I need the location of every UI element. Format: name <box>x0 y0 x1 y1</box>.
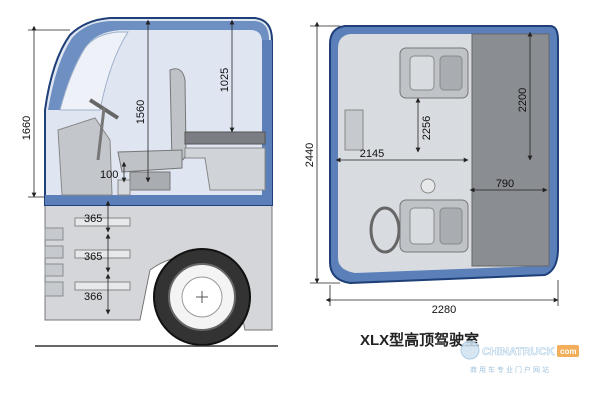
cab-rear-band <box>262 40 272 205</box>
watermark-name: CHINATRUCK <box>482 346 555 358</box>
dashboard <box>57 117 113 196</box>
dim-roof-to-bunk: 1025 <box>219 68 231 92</box>
top-seat-upper <box>399 47 469 99</box>
dim-cab-width: 2280 <box>432 304 456 316</box>
watermark-badge-box <box>557 345 579 357</box>
windshield <box>59 31 129 111</box>
dim-interior-length: 2145 <box>360 148 384 160</box>
dim-bunk-width: 790 <box>496 178 514 190</box>
top-steering-wheel-icon <box>369 206 401 254</box>
watermark: CHINATRUCK com 商用车专业门户网站 <box>460 340 579 374</box>
dim-step-3: 366 <box>84 291 102 303</box>
top-dashboard <box>344 109 364 151</box>
dim-bunk-height: 2200 <box>517 88 529 112</box>
dim-cab-length: 2440 <box>304 143 316 167</box>
top-bunk <box>471 33 550 267</box>
side-dimension-lines <box>28 19 235 315</box>
side-cab-roof-blue <box>48 21 269 110</box>
bunk-bed <box>184 131 266 145</box>
dim-bunk-length: 2256 <box>421 116 433 140</box>
cab-floor-band <box>45 195 272 205</box>
dim-interior-height: 1560 <box>135 100 147 124</box>
engine-tunnel <box>117 179 131 196</box>
dim-step-2: 365 <box>84 251 102 263</box>
side-dimension-labels: 1660 1560 1025 100 365 365 366 <box>21 68 231 303</box>
dim-engine-tunnel: 100 <box>100 169 118 181</box>
watermark-subtitle: 商用车专业门户网站 <box>470 365 551 374</box>
diagram-caption: XLX型高顶驾驶室 <box>360 331 479 349</box>
watermark-badge: com <box>560 347 576 356</box>
top-dimension-lines <box>310 21 559 306</box>
front-grille <box>44 227 64 297</box>
dim-step-1: 365 <box>84 213 102 225</box>
watermark-logo-icon <box>460 340 480 360</box>
wheel-icon <box>153 248 251 346</box>
dim-side-total-height: 1660 <box>21 116 33 140</box>
top-view <box>329 25 559 285</box>
top-dimension-labels: 2440 2145 2256 2200 790 2280 <box>304 88 529 316</box>
side-steps <box>74 217 131 291</box>
steering-wheel-icon <box>88 98 120 161</box>
side-view <box>35 17 278 347</box>
top-gear-lever <box>420 178 436 194</box>
top-seat-lower <box>399 199 469 253</box>
bunk-base <box>184 147 266 191</box>
